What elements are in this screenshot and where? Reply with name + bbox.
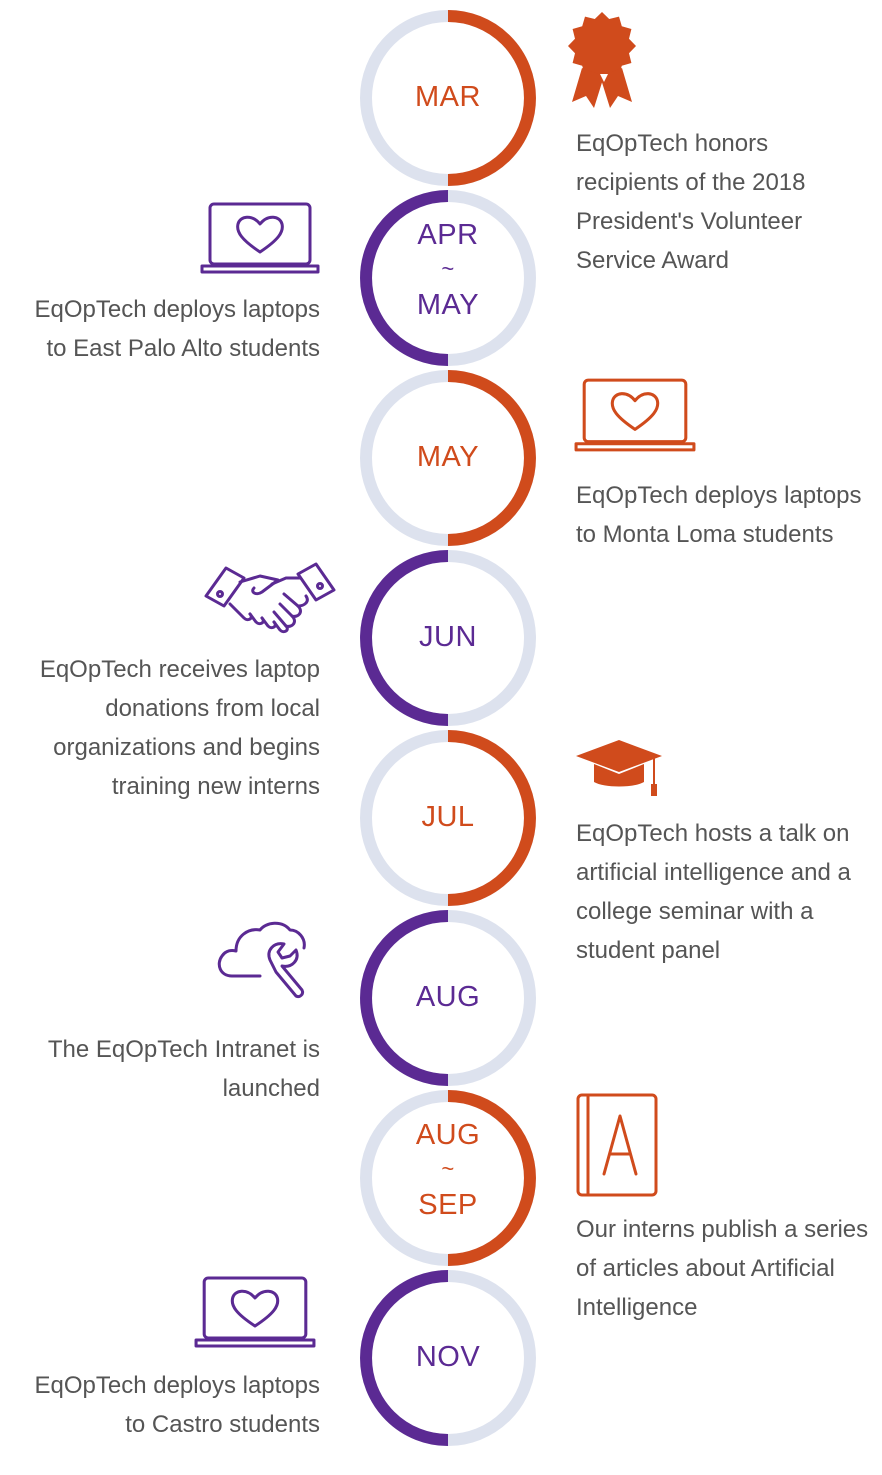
event-description: EqOpTech hosts a talk on artificial inte… [576,820,851,964]
event-description: EqOpTech honors recipients of the 2018 P… [576,130,806,274]
month-arc-6 [447,1090,536,1266]
event-description: EqOpTech deploys laptops to Castro stude… [34,1372,320,1438]
month-arc-2 [447,370,536,546]
month-ring-1: APR ~ MAY [358,188,538,368]
month-label: JUN [419,621,477,653]
book-letter-icon [574,1092,660,1198]
graduation-cap-icon [574,738,664,798]
month-ring-4: JUL [358,728,538,908]
handshake-icon [200,556,340,642]
cloud-wrench-icon [212,914,316,1000]
month-ring-0: MAR [358,8,538,188]
event-description: Our interns publish a series of articles… [576,1216,869,1321]
laptop-heart-icon [192,1274,318,1350]
month-arc-1 [360,190,449,366]
month-ring-2: MAY [358,368,538,548]
month-label: MAY [416,289,480,321]
month-arc-3 [360,550,449,726]
month-ring-3: JUN [358,548,538,728]
award-ribbon-icon [560,10,640,110]
month-ring-5: AUG [358,908,538,1088]
laptop-heart-icon [572,376,698,454]
month-ring-7: NOV [358,1268,538,1448]
month-label: NOV [415,1341,481,1373]
event-description: EqOpTech deploys laptops to East Palo Al… [34,296,320,362]
month-label: AUG [415,981,481,1013]
event-description: EqOpTech deploys laptops to Monta Loma s… [576,482,862,548]
month-label: ~ [441,256,455,281]
laptop-heart-icon [198,200,322,276]
month-arc-7 [360,1270,449,1446]
month-label: MAY [416,441,480,473]
month-arc-0 [447,10,536,186]
month-ring-6: AUG ~ SEP [358,1088,538,1268]
event-description: EqOpTech receives laptop donations from … [39,656,320,800]
month-label: APR [417,219,479,251]
month-label: AUG [415,1119,481,1151]
month-label: ~ [441,1156,455,1181]
event-description: The EqOpTech Intranet is launched [47,1036,320,1102]
month-label: SEP [418,1189,478,1221]
month-arc-5 [360,910,449,1086]
month-label: JUL [421,801,475,833]
month-label: MAR [415,81,481,113]
month-arc-4 [447,730,536,906]
